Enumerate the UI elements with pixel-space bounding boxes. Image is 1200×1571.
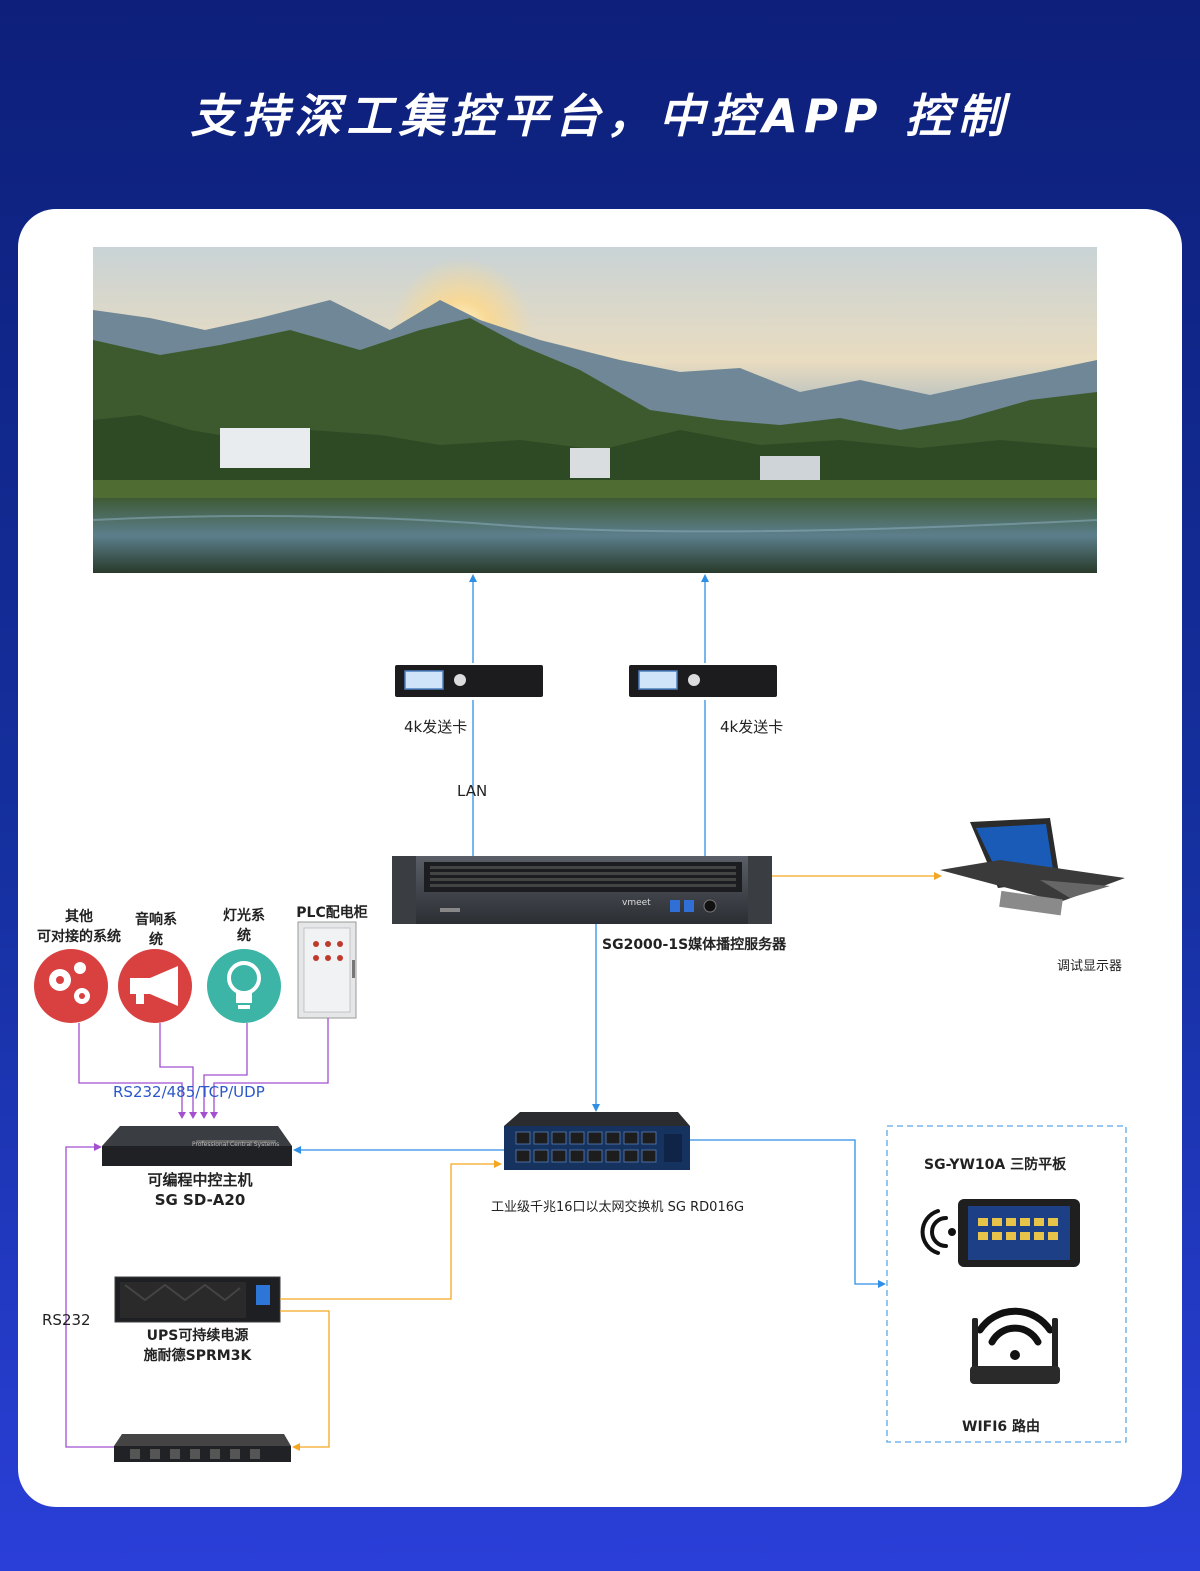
audio-system-line2: 统 <box>149 932 163 948</box>
ups-line1: UPS可持续电源 <box>146 1328 249 1344</box>
sender-card-2 <box>629 665 777 697</box>
audio-system-label: 音响系 统 <box>120 910 192 950</box>
server-label: SG2000-1S媒体播控服务器 <box>602 937 787 953</box>
central-controller-icon <box>102 1126 292 1166</box>
controller-line1: 可编程中控主机 <box>147 1171 253 1189</box>
ups-pdu-link <box>280 1310 330 1451</box>
sender-card-1-label: 4k发送卡 <box>404 718 468 736</box>
debug-monitor-label: 调试显示器 <box>1057 959 1123 974</box>
other-systems-icon <box>34 949 108 1023</box>
lan-lines <box>469 574 709 856</box>
plc-cabinet-label: PLC配电柜 <box>296 905 368 921</box>
rs-bus-label: RS232/485/TCP/UDP <box>113 1083 265 1101</box>
lighting-system-line2: 统 <box>237 928 251 944</box>
lighting-system-label: 灯光系 统 <box>208 906 280 946</box>
led-display-image <box>92 247 1098 573</box>
router-label: WIFI6 路由 <box>962 1419 1041 1435</box>
controller-line2: SG SD-A20 <box>154 1191 246 1209</box>
switch-wireless-link <box>690 1139 886 1288</box>
wifi6-router-icon <box>970 1307 1060 1384</box>
wireless-group-box <box>886 1125 1127 1443</box>
sender-card-2-label: 4k发送卡 <box>720 718 784 736</box>
server-brand: vmeet <box>622 898 651 908</box>
lightbulb-icon <box>207 949 281 1023</box>
rs232-label: RS232 <box>42 1311 91 1329</box>
debug-monitor-icon <box>940 818 1125 916</box>
media-server-icon <box>392 856 772 924</box>
lighting-system-line1: 灯光系 <box>223 908 265 924</box>
other-systems-line1: 其他 <box>65 909 93 925</box>
tablet-label: SG-YW10A 三防平板 <box>924 1157 1067 1173</box>
ups-label: UPS可持续电源 施耐德SPRM3K <box>105 1326 290 1366</box>
page-title: 支持深工集控平台，中控APP 控制 <box>190 89 1010 143</box>
plc-cabinet-icon <box>297 921 357 1019</box>
controller-panel-text: Professional Central Systems <box>192 1141 280 1148</box>
rugged-tablet-icon <box>958 1199 1080 1267</box>
rs-bus-arrows <box>178 1112 218 1119</box>
sender-card-1 <box>395 665 543 697</box>
other-systems-label: 其他 可对接的系统 <box>24 907 134 947</box>
megaphone-icon <box>118 949 192 1023</box>
other-systems-line2: 可对接的系统 <box>37 929 121 945</box>
audio-system-line1: 音响系 <box>135 912 177 928</box>
rs232-link <box>65 1143 114 1448</box>
rs-bus-lines <box>78 1018 329 1116</box>
power-distribution-icon <box>114 1434 291 1462</box>
controller-label: 可编程中控主机 SG SD-A20 <box>110 1170 290 1210</box>
lan-label: LAN <box>457 782 488 800</box>
ethernet-switch-icon <box>504 1112 690 1170</box>
ups-icon <box>114 1276 281 1323</box>
ups-switch-link <box>280 1160 502 1300</box>
switch-label: 工业级千兆16口以太网交换机 SG RD016G <box>491 1200 745 1215</box>
ups-line2: 施耐德SPRM3K <box>143 1348 252 1364</box>
wifi-signal-icon <box>920 1209 956 1255</box>
